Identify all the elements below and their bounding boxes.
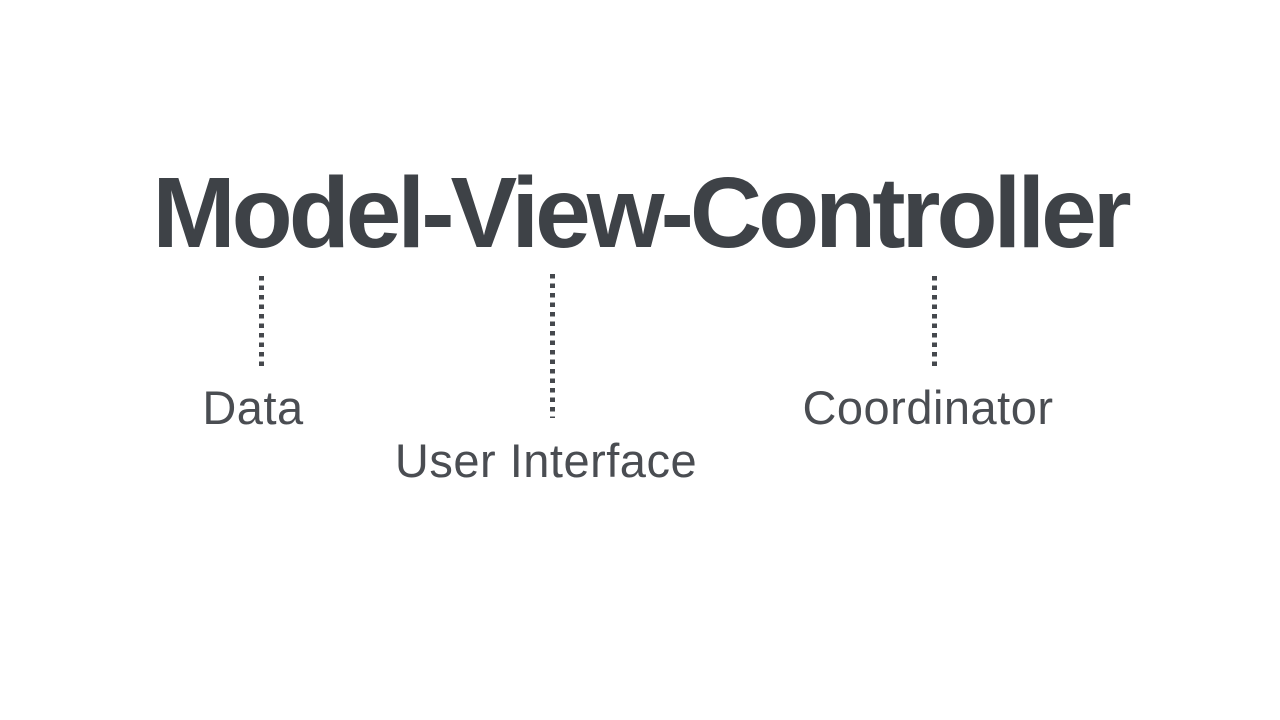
annotation-label-controller: Coordinator (802, 381, 1054, 434)
dotted-connector-view (550, 274, 555, 418)
annotation-label-view: User Interface (394, 434, 698, 487)
dotted-connector-controller (932, 276, 937, 369)
annotation-label-model: Data (202, 381, 304, 434)
diagram-title: Model-View-Controller (152, 157, 1131, 269)
dotted-connector-model (259, 276, 264, 369)
